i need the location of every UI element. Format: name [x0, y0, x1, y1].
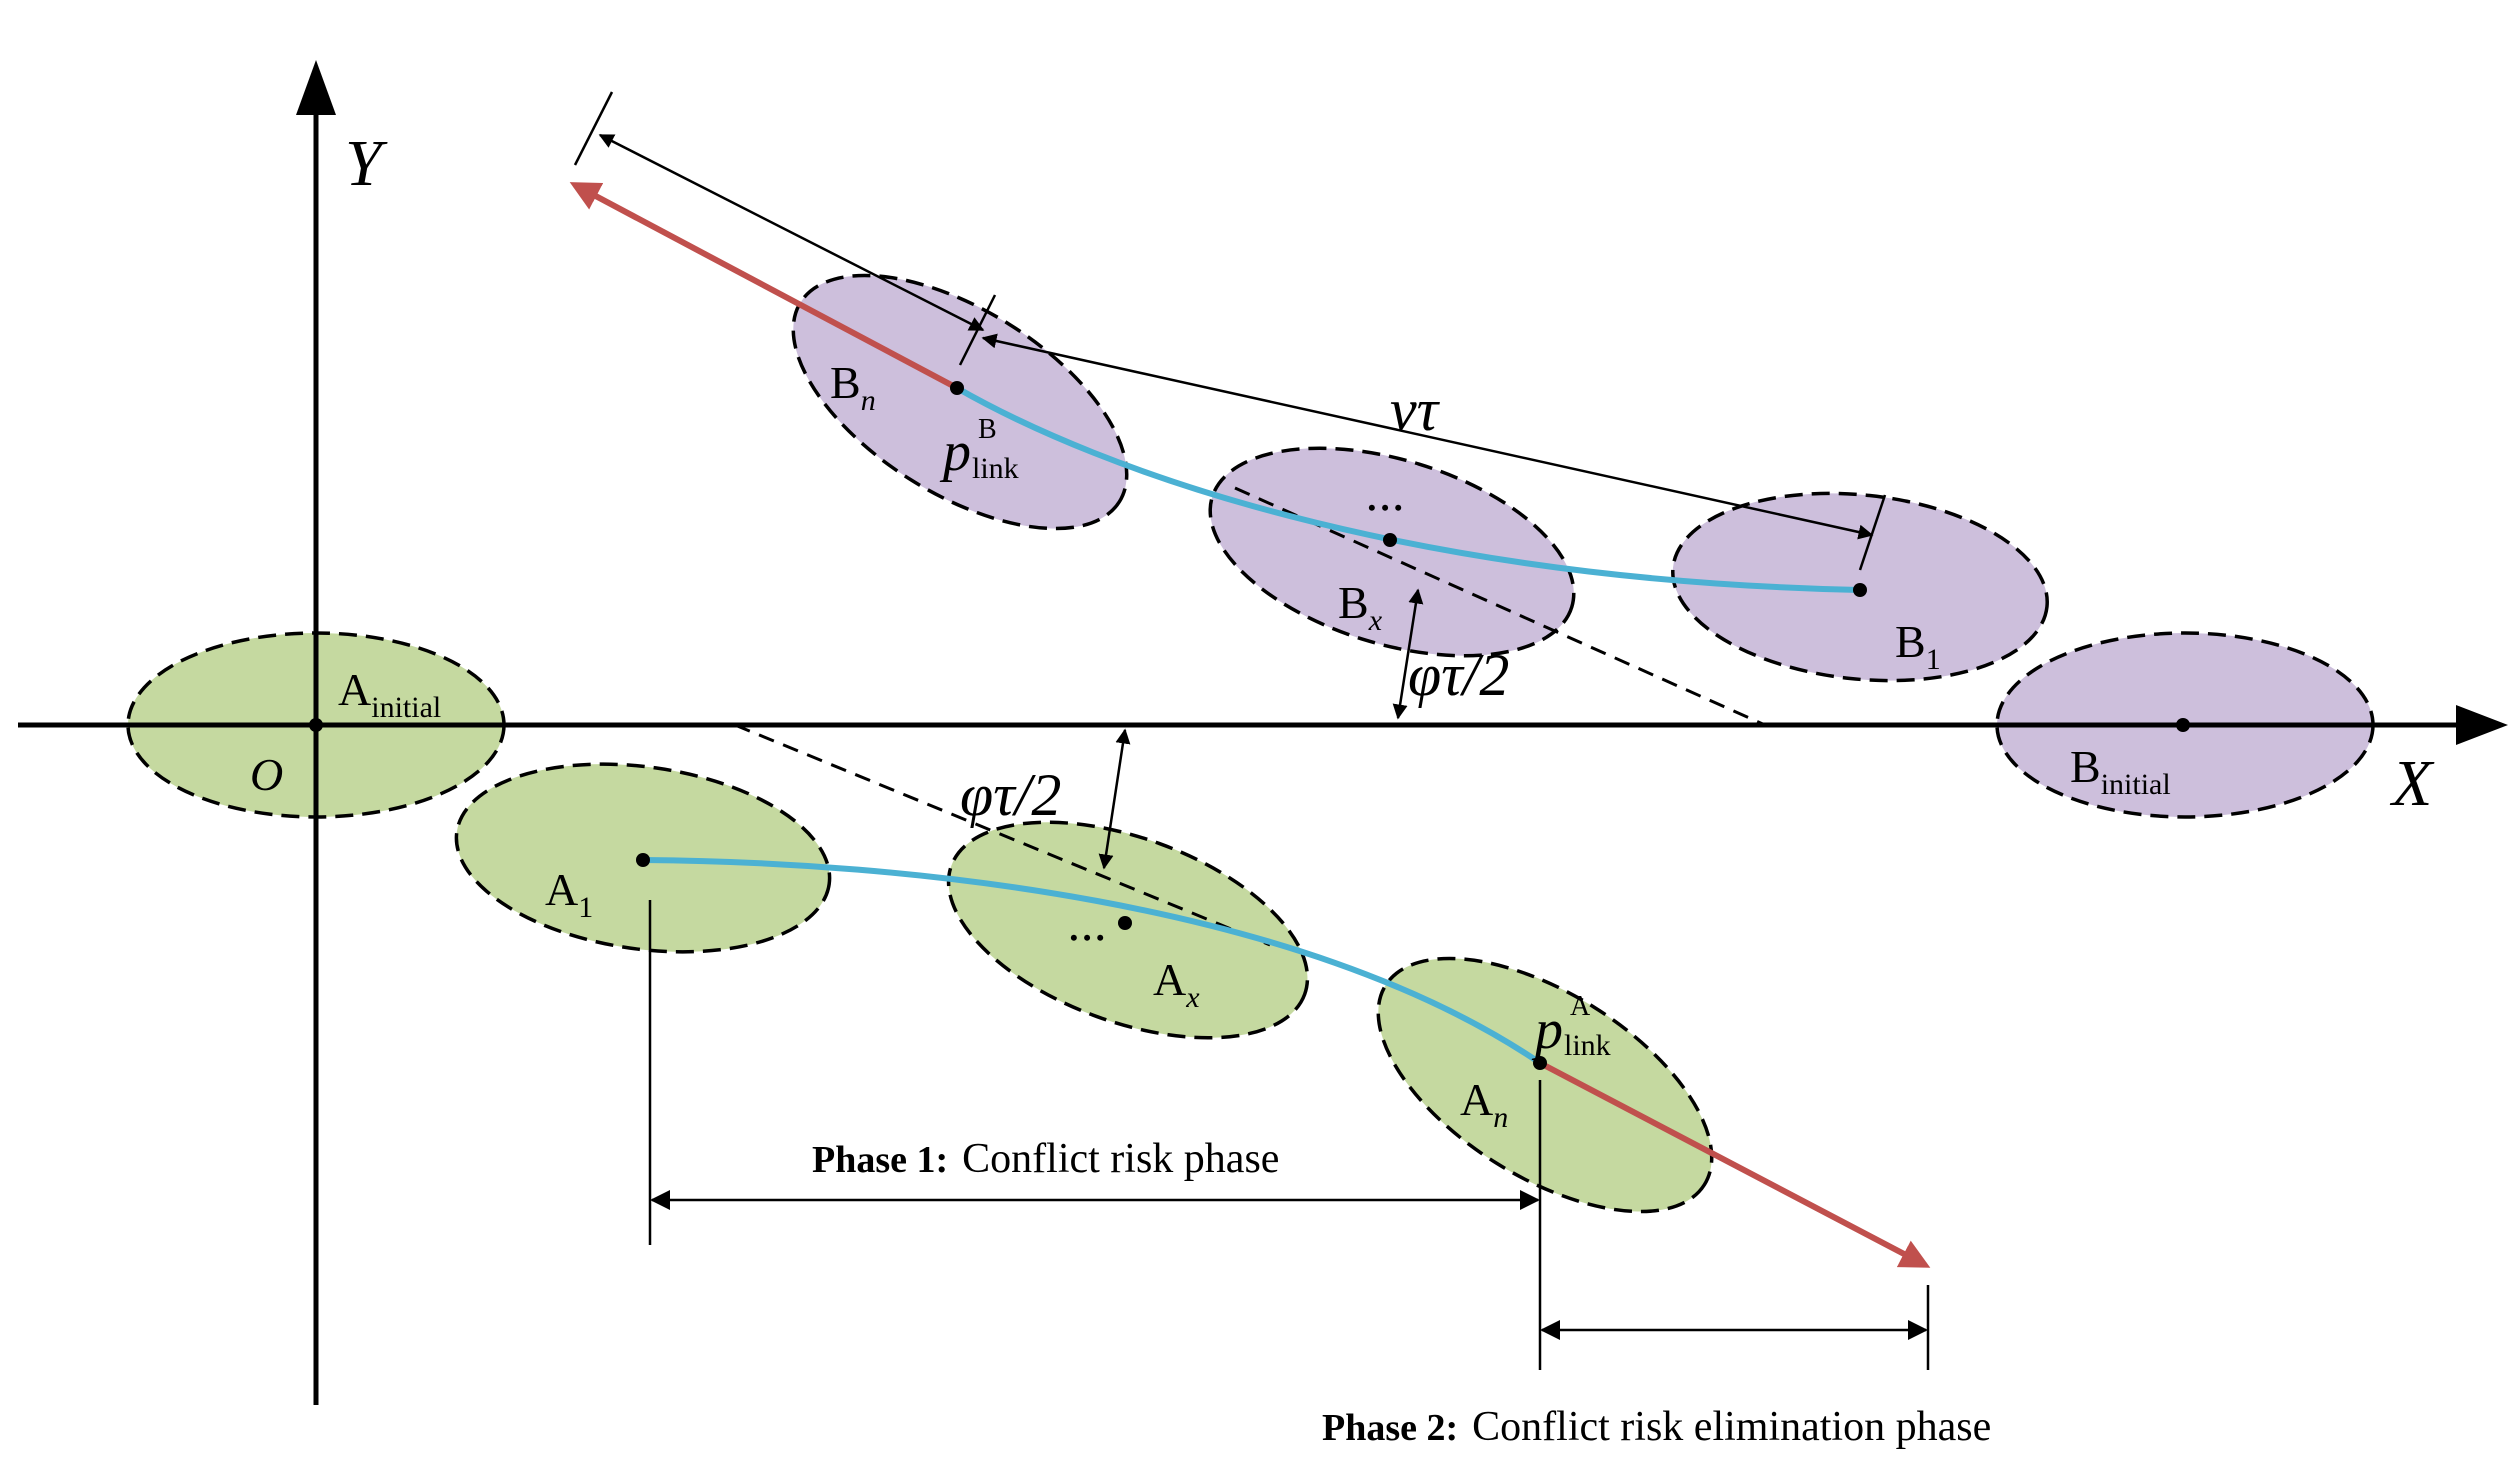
angle-arrow-bottom	[1098, 728, 1131, 870]
b-x-point	[1383, 533, 1397, 547]
b-link-point	[950, 381, 964, 395]
b-n-label: Bn	[830, 357, 876, 417]
a-link-point	[1533, 1056, 1547, 1070]
a-link-label-sup: A	[1570, 991, 1591, 1022]
a-1-label: A1	[545, 864, 593, 924]
a-x-label: Ax	[1153, 954, 1200, 1014]
b-1-label: B1	[1895, 616, 1941, 676]
b-1-point	[1853, 583, 1867, 597]
v-tau-arrow	[981, 333, 1874, 540]
lower-dashed-guide	[734, 723, 1271, 947]
dots-bottom: • • •	[1070, 925, 1104, 950]
x-axis-label: X	[2389, 747, 2435, 820]
phase1-label: Phase 1:Conflict risk phase	[812, 1136, 1279, 1182]
x-axis-arrowhead	[2456, 705, 2508, 745]
v-tau-label: vτ	[1390, 377, 1441, 443]
b-link-label-sub: link	[972, 452, 1019, 485]
dimension-tick-top	[573, 91, 614, 166]
a-escape-arrow	[1538, 1060, 1931, 1268]
angle-label-top: φτ/2	[1408, 642, 1509, 708]
b-link-label-sup: B	[978, 414, 997, 445]
phase2-label: Phase 2:Conflict risk elimination phase	[1322, 1404, 1991, 1450]
a-trajectory	[642, 857, 1542, 1066]
a-n-label: An	[1460, 1074, 1508, 1134]
b-initial-point	[2176, 718, 2190, 732]
b-initial-label: Binitial	[2070, 741, 2171, 801]
a-x-ellipse	[946, 820, 1310, 1040]
angle-arrow-top	[1392, 588, 1424, 720]
a-x-point	[1118, 916, 1132, 930]
a-initial-label: Ainitial	[338, 664, 441, 724]
a-link-label-base: p	[1531, 999, 1563, 1061]
origin-label: O	[250, 749, 283, 800]
upper-dashed-guide	[1234, 486, 1766, 727]
b-n-ellipse	[791, 273, 1129, 531]
b-x-label: Bx	[1338, 577, 1383, 637]
angle-label-bottom: φτ/2	[960, 762, 1061, 828]
a-1-point	[636, 853, 650, 867]
a-link-label-sub: link	[1564, 1029, 1611, 1062]
escape-distance-arrow	[598, 133, 985, 332]
dots-top: • • •	[1368, 495, 1402, 520]
y-axis-label: Y	[345, 127, 388, 200]
a-n-ellipse	[1376, 956, 1714, 1214]
y-axis-arrowhead	[296, 60, 336, 115]
b-link-label-base: p	[939, 421, 971, 483]
a-initial-point	[309, 718, 323, 732]
b-x-ellipse	[1208, 446, 1576, 658]
